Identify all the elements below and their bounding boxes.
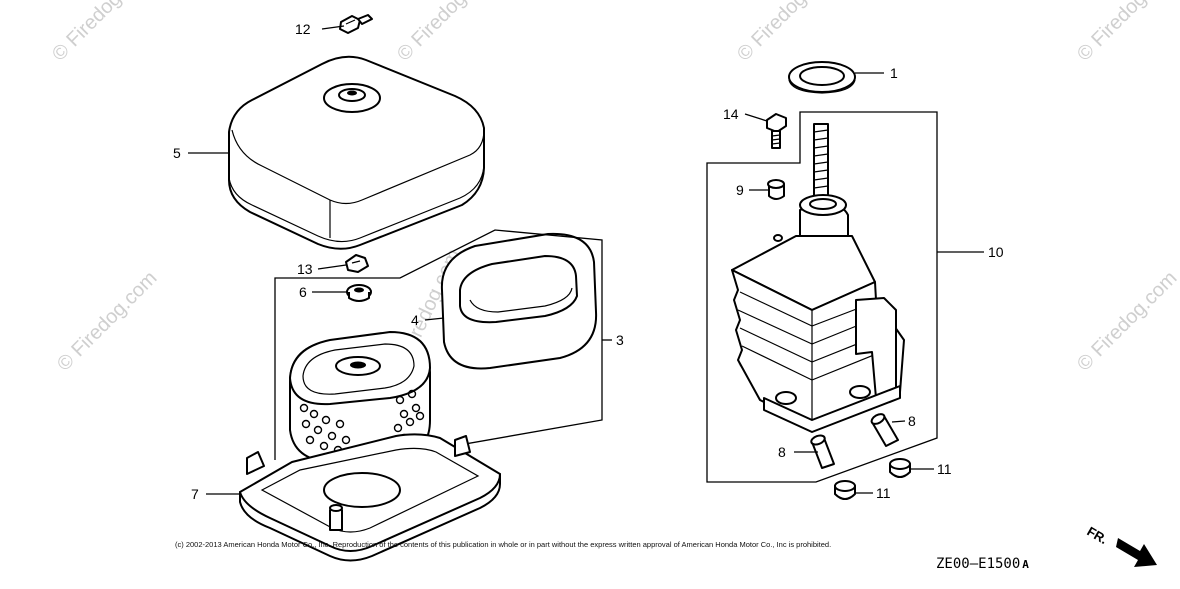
part-label-5: 5 bbox=[173, 145, 181, 161]
callout-bracket-3 bbox=[274, 229, 603, 473]
tube-8-upper bbox=[870, 413, 899, 447]
front-arrow-icon bbox=[1116, 538, 1157, 567]
part-label-3: 3 bbox=[616, 332, 624, 348]
bolt-14 bbox=[766, 113, 787, 149]
air-cleaner-case-10 bbox=[731, 123, 905, 433]
wing-nut-12 bbox=[339, 14, 373, 34]
gasket-ring-1 bbox=[788, 61, 856, 94]
watermark: © Firedog.com bbox=[48, 0, 157, 66]
part-label-8-upper: 8 bbox=[908, 413, 916, 429]
diagram-code-suffix: A bbox=[1022, 558, 1029, 571]
watermark: © Firedog.com bbox=[1073, 0, 1180, 66]
part-labels: 12 5 13 6 4 3 7 1 14 9 10 8 8 11 11 bbox=[173, 21, 1004, 502]
part-label-4: 4 bbox=[411, 312, 419, 328]
paper-element-3 bbox=[289, 331, 431, 463]
cap-11-upper bbox=[889, 458, 911, 478]
collar-9 bbox=[767, 179, 785, 200]
part-label-13: 13 bbox=[297, 261, 313, 277]
grommet-6 bbox=[346, 284, 372, 302]
part-label-12: 12 bbox=[295, 21, 311, 37]
diagram-code-main: ZE00–E1500 bbox=[936, 556, 1020, 572]
part-label-7: 7 bbox=[191, 486, 199, 502]
front-direction-arrow: FR. bbox=[1085, 524, 1157, 567]
part-label-1: 1 bbox=[890, 65, 898, 81]
air-cleaner-base-7 bbox=[239, 433, 501, 562]
watermark: © Firedog.com bbox=[393, 0, 502, 66]
part-label-11-upper: 11 bbox=[937, 461, 952, 477]
part-label-6: 6 bbox=[299, 284, 307, 300]
callout-leaders bbox=[188, 25, 984, 495]
part-label-14: 14 bbox=[723, 106, 739, 122]
foam-element-4 bbox=[440, 232, 598, 370]
part-label-11-lower: 11 bbox=[876, 485, 891, 501]
watermark: © Firedog.com bbox=[733, 0, 842, 66]
watermark: © Firedog.com bbox=[53, 267, 162, 376]
part-label-9: 9 bbox=[736, 182, 744, 198]
callout-bracket-10 bbox=[706, 111, 938, 483]
copyright-notice: (c) 2002-2013 American Honda Motor Co., … bbox=[175, 540, 831, 549]
tube-8-lower bbox=[810, 434, 835, 469]
wing-nut-13 bbox=[345, 254, 369, 273]
watermark-layer: © Firedog.com © Firedog.com © Firedog.co… bbox=[48, 0, 1180, 376]
watermark: © Firedog.com bbox=[1073, 267, 1180, 376]
cap-11-lower bbox=[834, 480, 856, 500]
air-cleaner-cover-5 bbox=[228, 55, 485, 250]
front-indicator-label: FR. bbox=[1085, 524, 1111, 547]
part-label-10: 10 bbox=[988, 244, 1004, 260]
part-label-8-lower: 8 bbox=[778, 444, 786, 460]
